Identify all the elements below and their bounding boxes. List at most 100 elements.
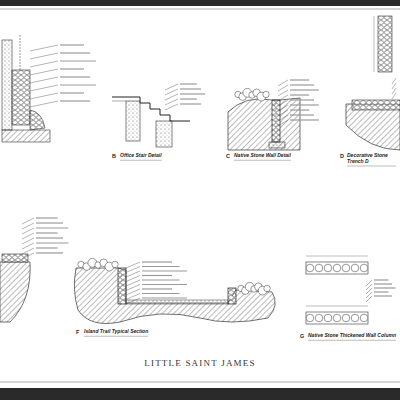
stone	[360, 264, 368, 272]
leader-line	[126, 294, 140, 300]
dimension-line	[306, 256, 368, 257]
stone	[306, 314, 314, 322]
shrub	[235, 88, 269, 101]
column-plan	[306, 312, 368, 324]
leader-line	[278, 95, 288, 101]
note-mark	[142, 279, 180, 280]
detail-caption: Office Stair Detail	[120, 153, 162, 159]
stone	[324, 264, 332, 272]
detail-e	[0, 254, 30, 322]
leader-line	[22, 243, 34, 249]
leader-line	[126, 271, 140, 277]
stair-footing	[126, 101, 140, 141]
caption-underline	[84, 336, 148, 337]
foliage	[112, 261, 118, 267]
stone	[315, 314, 323, 322]
native-stone-wall	[228, 288, 236, 304]
note-mark	[142, 288, 172, 289]
trench-section	[346, 104, 400, 150]
leader-line	[30, 85, 58, 91]
note-mark	[290, 79, 309, 80]
sheet-band	[0, 0, 400, 6]
note-mark	[36, 247, 58, 248]
leader-line	[22, 238, 34, 244]
note-mark	[60, 68, 84, 69]
native-stone-wall	[118, 268, 126, 304]
leader-line	[392, 78, 396, 84]
note-mark	[36, 242, 68, 243]
caption-underline	[120, 160, 162, 161]
leader-line	[165, 99, 178, 105]
note-mark	[36, 237, 63, 238]
note-mark	[60, 52, 90, 53]
stone	[351, 264, 359, 272]
note-mark	[60, 76, 90, 77]
column-stones	[306, 264, 368, 322]
note-mark	[290, 114, 314, 115]
leader-line	[22, 223, 34, 229]
leader-line	[278, 80, 288, 86]
note-mark	[36, 227, 68, 228]
leader-lines	[22, 45, 396, 304]
leader-line	[278, 115, 288, 121]
trail-surface	[126, 300, 228, 304]
note-mark	[142, 293, 180, 294]
leader-line	[30, 77, 58, 83]
trench-plan	[378, 16, 392, 72]
leader-line	[126, 289, 140, 295]
detail-d	[346, 16, 400, 150]
note-mark	[290, 109, 309, 110]
leader-line	[278, 120, 288, 126]
stone-wall	[12, 70, 30, 125]
leader-line	[278, 105, 288, 111]
leader-line	[22, 248, 34, 254]
leader-line	[278, 90, 288, 96]
note-mark	[290, 119, 319, 120]
shrub	[238, 282, 270, 295]
foliage	[264, 285, 270, 291]
leader-line	[392, 88, 396, 94]
detail-f	[74, 258, 275, 323]
caption-underline	[347, 166, 396, 167]
note-mark	[142, 261, 172, 262]
stone	[324, 314, 332, 322]
note-mark	[142, 270, 187, 271]
leader-line	[126, 276, 140, 282]
stone-toe	[30, 110, 45, 130]
dimension-line	[306, 306, 368, 307]
leader-line	[126, 262, 140, 268]
leader-line	[126, 285, 140, 291]
footing	[2, 130, 50, 142]
note-mark	[142, 284, 187, 285]
leader-line	[22, 253, 34, 259]
trail-ground	[74, 268, 275, 324]
note-mark	[60, 92, 84, 93]
native-stone-wall	[272, 100, 280, 142]
note-mark	[60, 60, 96, 61]
detail-b	[112, 97, 190, 147]
stone	[333, 314, 341, 322]
sheet-band	[0, 388, 400, 400]
detail-letter: D	[340, 153, 344, 159]
ground-line	[112, 101, 126, 102]
note-mark	[374, 291, 388, 292]
note-mark	[180, 98, 197, 99]
detail-letter: G	[300, 333, 304, 339]
note-mark	[60, 100, 90, 101]
detail-caption: Native Stone Thickened Wall Column	[308, 333, 396, 339]
leader-line	[22, 218, 34, 224]
stone	[315, 264, 323, 272]
stone	[351, 314, 359, 322]
stair-footing	[156, 121, 172, 147]
column-plan	[306, 262, 368, 274]
leader-line	[126, 298, 140, 304]
note-mark	[374, 283, 392, 284]
leader-line	[278, 85, 288, 91]
caption-underline	[234, 160, 291, 161]
leader-line	[30, 69, 58, 75]
leader-line	[278, 110, 288, 116]
wall-footing	[269, 142, 285, 148]
note-mark	[36, 232, 58, 233]
